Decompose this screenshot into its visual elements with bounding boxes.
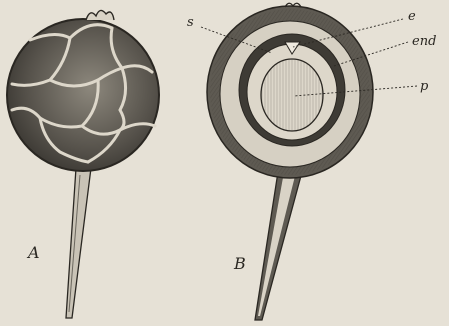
panel-b-label: B <box>233 254 246 273</box>
fruit-apex <box>86 10 114 20</box>
label-e: e <box>408 9 416 24</box>
perisperm <box>261 59 323 131</box>
fruit-section-view <box>207 3 373 320</box>
fruit-exterior-view <box>7 10 159 318</box>
label-p: p <box>420 79 429 94</box>
fruit-body <box>7 19 159 171</box>
label-end: end <box>412 34 436 49</box>
panel-a-label: A <box>26 243 40 262</box>
label-s: s <box>187 15 194 30</box>
